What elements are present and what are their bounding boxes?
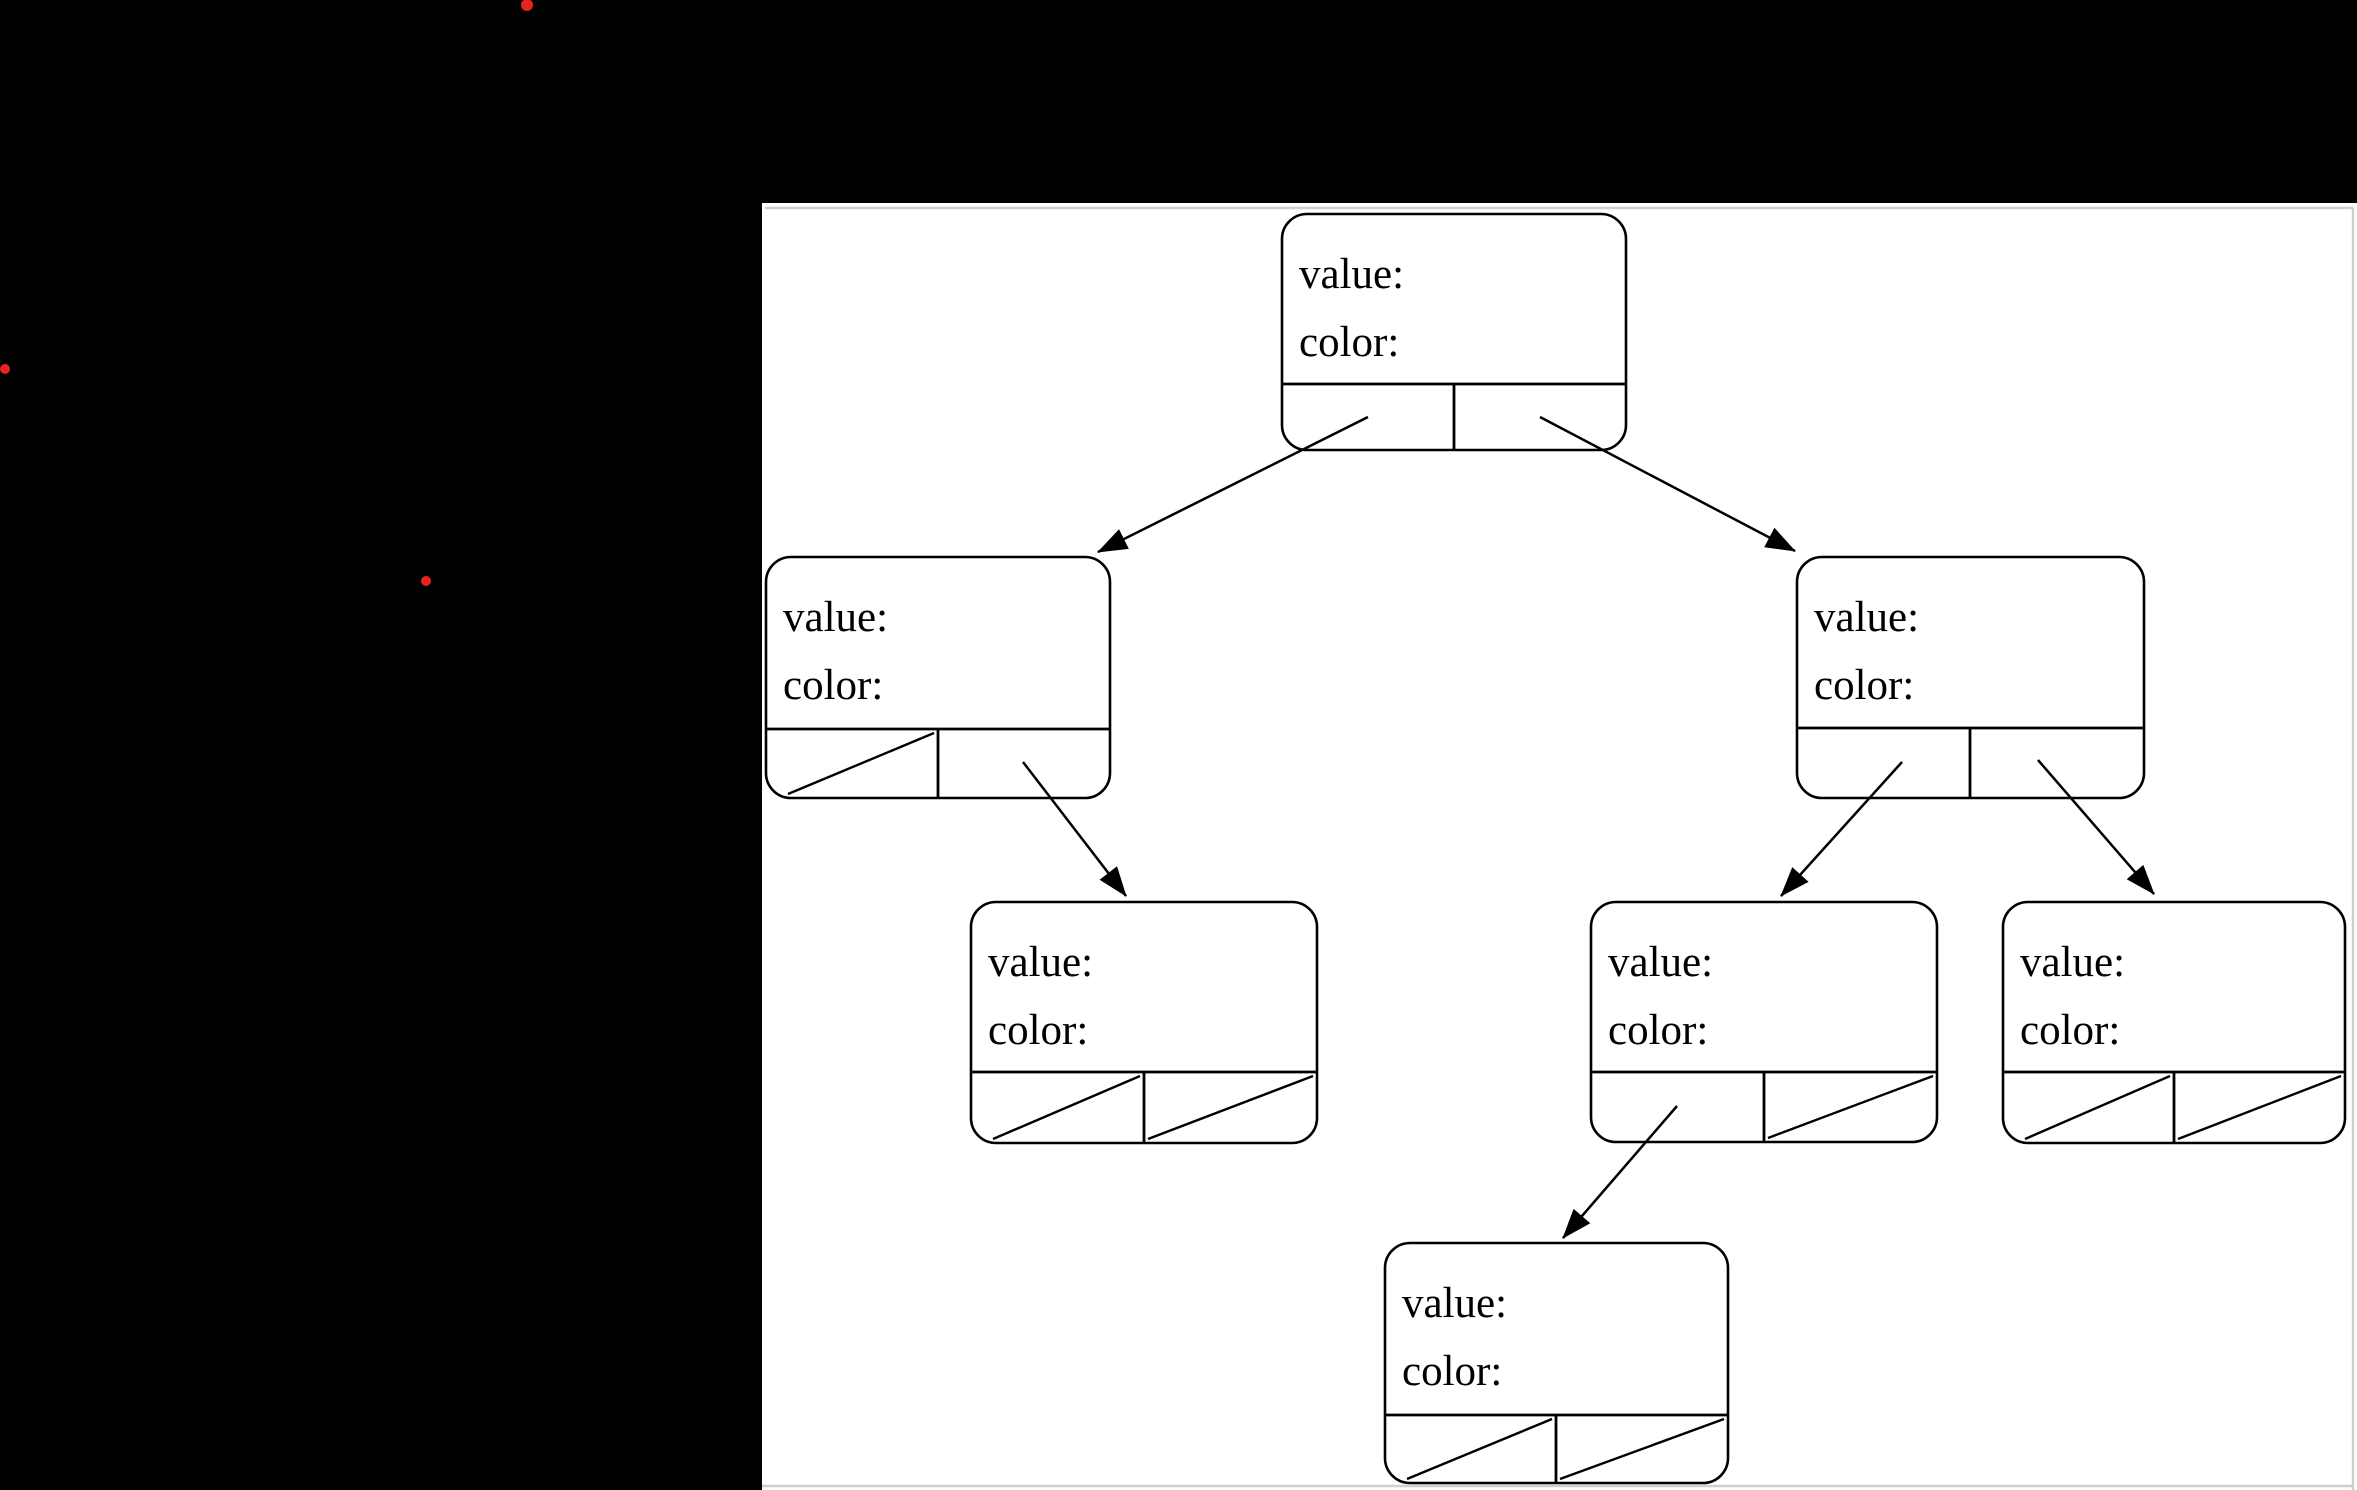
- edge-root-left: [1097, 415, 1369, 554]
- null-slash-right: [1767, 1074, 1934, 1140]
- node-color-label: color:: [2020, 1007, 2120, 1054]
- tree-node-right-right-grandchild: value: color:: [2001, 900, 2347, 1145]
- node-color-label: color:: [1402, 1348, 1502, 1395]
- edge-right-left-grandchild-left: [1562, 1105, 1678, 1239]
- null-slash-right: [1559, 1417, 1725, 1481]
- edge-right-child-left: [1780, 761, 1903, 897]
- node-value-label: value:: [2020, 939, 2125, 986]
- tree-node-right-left-left: value: color:: [1383, 1241, 1730, 1485]
- tree-node-right-left-grandchild: value: color:: [1589, 900, 1939, 1144]
- tree-node-left-right-grandchild: value: color:: [969, 900, 1319, 1145]
- red-dot-1: [521, 0, 533, 11]
- node-color-label: color:: [1814, 662, 1914, 709]
- tree-node-left-child: value: color:: [764, 555, 1112, 800]
- node-color-label: color:: [1608, 1007, 1708, 1054]
- node-color-label: color:: [1299, 319, 1399, 366]
- node-value-label: value:: [1402, 1280, 1507, 1327]
- null-slash-right: [2177, 1074, 2342, 1141]
- node-value-label: value:: [988, 939, 1093, 986]
- null-slash-right: [1147, 1074, 1314, 1141]
- null-slash-left: [2024, 1074, 2171, 1141]
- tree-node-right-child: value: color:: [1795, 555, 2146, 800]
- node-value-label: value:: [1608, 939, 1713, 986]
- null-slash-left: [992, 1074, 1141, 1141]
- node-value-label: value:: [1814, 594, 1919, 641]
- edge-left-child-right: [1022, 761, 1127, 897]
- null-slash-left: [787, 731, 935, 796]
- tree-node-root: value: color:: [1280, 212, 1628, 452]
- edge-right-child-right: [2037, 759, 2155, 895]
- red-dot-2: [0, 364, 10, 374]
- null-slash-left: [1406, 1417, 1553, 1481]
- node-value-label: value:: [1299, 251, 1404, 298]
- edge-root-right: [1539, 415, 1796, 553]
- red-dot-3: [421, 576, 431, 586]
- node-color-label: color:: [988, 1007, 1088, 1054]
- node-color-label: color:: [783, 662, 883, 709]
- node-value-label: value:: [783, 594, 888, 641]
